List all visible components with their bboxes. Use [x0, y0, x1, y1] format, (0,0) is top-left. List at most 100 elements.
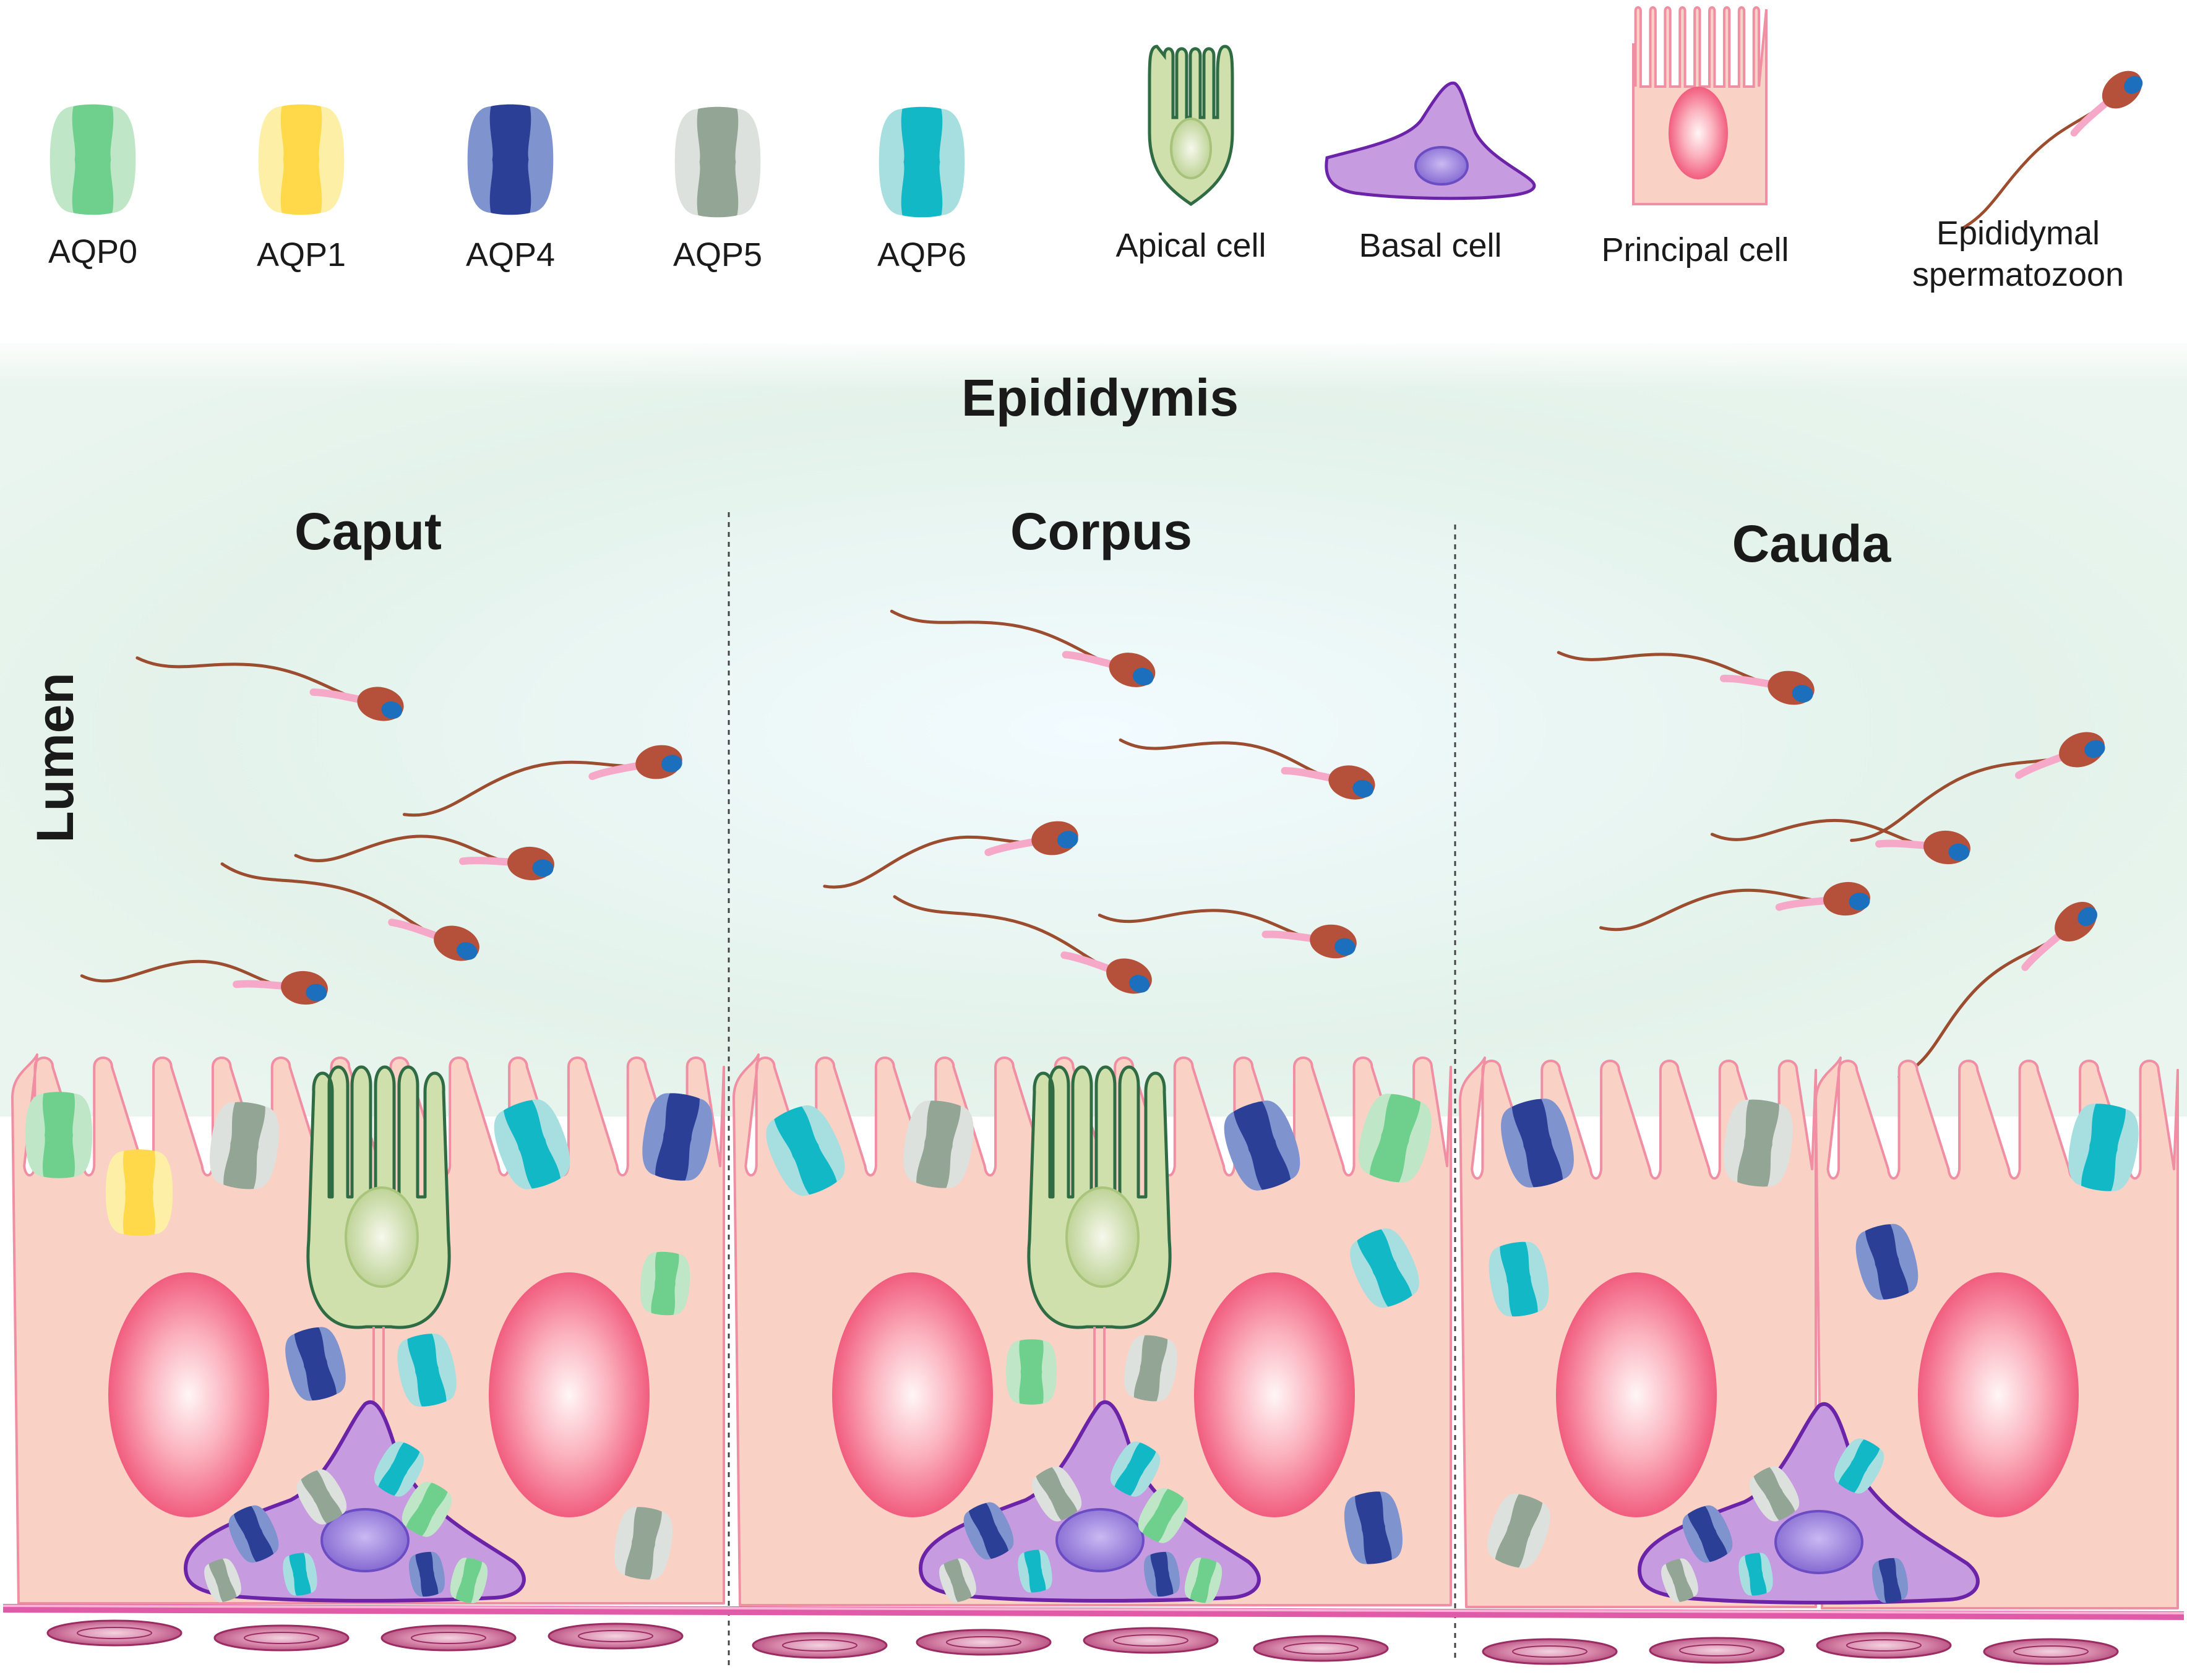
legend-apical-label: Apical cell: [1115, 227, 1266, 264]
aqp5-channel-9: [614, 1507, 672, 1580]
stromal-cell-9: [1482, 1638, 1618, 1665]
aqp4-channel-29: [963, 1502, 1014, 1560]
principal-nucleus-4: [1194, 1272, 1355, 1517]
lumen-spermatozoon-13: [1710, 818, 1970, 865]
stromal-cell-12: [1983, 1638, 2119, 1665]
region-label-corpus: Corpus: [1010, 502, 1192, 560]
legend-aqp0-icon: [49, 104, 136, 215]
principal-nucleus-1: [108, 1272, 269, 1517]
stromal-cell-8: [1253, 1635, 1389, 1662]
aqp6-channel-18: [766, 1105, 845, 1196]
aqp5-channel-19: [903, 1100, 974, 1188]
legend-aqp0-channel: [49, 104, 136, 215]
aqp4-channel-42: [1682, 1505, 1733, 1563]
lumen-spermatozoon-1: [135, 656, 404, 721]
lumen-spermatozoon-7: [1119, 738, 1375, 800]
aqp5-channel-35: [1724, 1099, 1793, 1187]
aqp5-channel-11: [296, 1469, 347, 1525]
lumen-label: Lumen: [26, 672, 84, 842]
legend-principal-cell-icon: [1632, 6, 1768, 205]
aqp5-channel-44: [1661, 1558, 1698, 1603]
lumen-background: [0, 343, 2187, 1116]
aqp0-channel-21: [1359, 1094, 1432, 1183]
aqp4-channel-45: [1871, 1558, 1909, 1603]
stromal-cells: [46, 1619, 2119, 1665]
aqp0-channel-17: [450, 1558, 488, 1603]
lumen-spermatozoon-2: [402, 745, 682, 817]
stromal-cell-2: [213, 1624, 350, 1652]
lumen-spermatozoa: [80, 609, 2105, 1079]
legend-aqp6-channel: [879, 106, 965, 218]
region-label-cauda: Cauda: [1732, 515, 1892, 573]
stromal-cell-10: [1649, 1637, 1785, 1664]
stromal-cell-11: [1816, 1632, 1952, 1659]
principal-nucleus-3: [832, 1272, 993, 1517]
aqp6-channel-40: [1834, 1438, 1884, 1494]
legend-aqp6-label: AQP6: [877, 236, 966, 273]
aqp0-channel-33: [1184, 1558, 1222, 1603]
apical-cells: [306, 1065, 1172, 1438]
aqp4-channel-32: [1143, 1551, 1180, 1597]
aqp5-channel-41: [1749, 1466, 1800, 1522]
aqp4-channel-20: [1224, 1100, 1300, 1191]
lumen-spermatozoon-8: [823, 821, 1078, 889]
aqp6-channel-4: [494, 1099, 570, 1189]
principal-nucleus-2: [489, 1272, 650, 1517]
legend-aqp6-icon: [879, 106, 965, 218]
basement-membrane: [2, 1604, 2185, 1620]
legend-apical-cell-icon: [1148, 45, 1234, 207]
aqp5-channel-3: [210, 1102, 279, 1189]
stromal-cell-7: [1083, 1627, 1219, 1654]
legend-sperm-label-line2: spermatozoon: [1912, 256, 2124, 293]
aqp5-channel-39: [1487, 1493, 1550, 1569]
legend-aqp4-label: AQP4: [466, 236, 555, 273]
principal-nucleus-5: [1556, 1272, 1717, 1517]
aqp5-channel-27: [1031, 1466, 1082, 1522]
principal-nucleus-6: [1918, 1272, 2079, 1517]
aqp4-channel-13: [228, 1505, 279, 1563]
lumen-spermatozoon-5: [80, 959, 328, 1005]
aqp6-channel-8: [397, 1333, 457, 1407]
aqp4-channel-25: [1344, 1491, 1403, 1564]
aqp4-channel-16: [408, 1551, 445, 1597]
aqp4-channel-5: [642, 1093, 713, 1181]
epithelium: [11, 1053, 2179, 1609]
legend-basal-label: Basal cell: [1359, 227, 1502, 264]
lumen-spermatozoon-9: [1098, 909, 1357, 959]
lumen-spermatozoon-14: [1599, 881, 1870, 932]
legend-basal-cell-icon: [1325, 81, 1536, 200]
lumen-spermatozoon-3: [294, 834, 554, 881]
aqp6-channel-22: [1350, 1228, 1419, 1308]
apical-cell-caput: [306, 1065, 451, 1438]
aqp6-channel-37: [1489, 1241, 1549, 1317]
legend-aqp5-label: AQP5: [673, 236, 762, 273]
stromal-cell-1: [46, 1619, 183, 1647]
legend-spermatozoon-icon: [1961, 71, 2143, 230]
aqp0-channel-1: [25, 1092, 93, 1178]
aqp6-channel-10: [374, 1441, 424, 1497]
aqp4-channel-38: [1855, 1224, 1918, 1300]
aqp0-channel-23: [1006, 1339, 1057, 1405]
aqp4-channel-7: [285, 1327, 346, 1401]
aqp6-channel-26: [1110, 1441, 1161, 1497]
aqp0-channel-6: [640, 1251, 690, 1316]
legend-spermatozoon: [1961, 71, 2143, 230]
lumen-spermatozoon-15: [1897, 901, 2098, 1079]
aqp1-channel-2: [105, 1149, 173, 1236]
aquaporin-channels: [25, 1092, 2139, 1603]
aqp5-channel-31: [939, 1558, 976, 1603]
aqp6-channel-43: [1738, 1553, 1773, 1596]
lumen-spermatozoon-10: [893, 895, 1152, 994]
legend-aqp4-icon: [467, 104, 554, 215]
aqp0-channel-12: [402, 1481, 452, 1537]
legend-aqp4-channel: [467, 104, 554, 215]
legend: AQP0 AQP1 AQP4 AQP5 AQP6 Apical cell Bas…: [48, 6, 2143, 293]
legend-aqp5-channel: [674, 106, 761, 218]
apical-cell-corpus: [1027, 1065, 1172, 1438]
lumen-spermatozoon-11: [1557, 651, 1815, 705]
legend-sperm-label-line1: Epididymal: [1936, 215, 2100, 252]
aqp4-channel-34: [1501, 1099, 1574, 1188]
stromal-cell-6: [916, 1629, 1052, 1656]
